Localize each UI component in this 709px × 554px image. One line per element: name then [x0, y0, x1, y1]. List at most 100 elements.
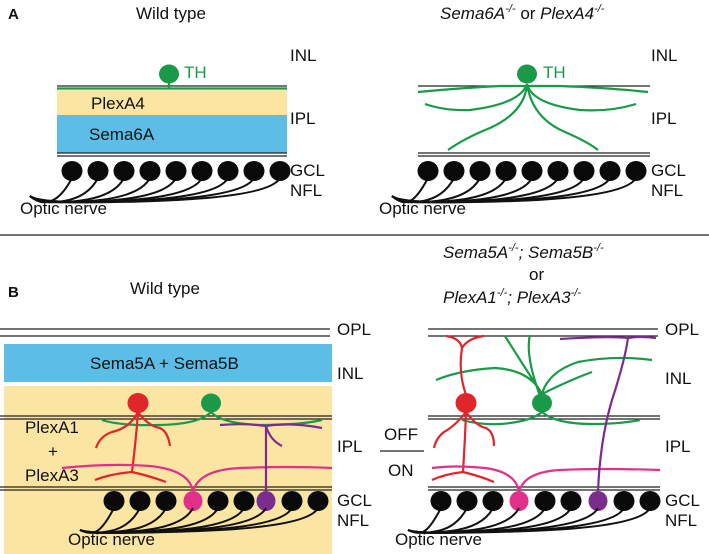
title-or: or: [516, 4, 541, 23]
panel-b-letter: B: [8, 284, 19, 301]
title-sup: -/-: [505, 3, 516, 15]
sema5-band-label: Sema5A + Sema5B: [90, 354, 239, 373]
optic-nerve-label: Optic nerve: [68, 530, 155, 549]
panel-b-mutant-title-line3: PlexA1-/-; PlexA3-/-: [443, 287, 581, 307]
ganglion-cell-soma: [573, 161, 595, 181]
red-off-cell-processes: [94, 411, 172, 484]
ganglion-cell-soma: [129, 491, 151, 511]
panel-a-wild-type: Wild type TH PlexA4 Sema6A INL IPL GCL N…: [20, 4, 325, 218]
nfl-label: NFL: [651, 181, 683, 200]
sema5a-sema5b-band: [4, 344, 332, 382]
ganglion-cell-soma: [113, 161, 135, 181]
green-amacrine-soma: [201, 393, 221, 413]
axon-path: [407, 507, 651, 534]
panel-a-mutant-title: Sema6A-/- or PlexA4-/-: [440, 3, 605, 23]
ganglion-cell-soma: [207, 491, 229, 511]
ganglion-cell-soma: [281, 491, 303, 511]
title-sup: -/-: [593, 242, 604, 254]
ganglion-cell-soma: [233, 491, 255, 511]
ganglion-cell-soma: [443, 161, 465, 181]
ipl-label: IPL: [651, 109, 677, 128]
sema6a-label: Sema6A: [89, 125, 155, 144]
axon-path: [29, 177, 281, 204]
ganglion-cell-row: [407, 491, 661, 534]
ganglion-cell-soma: [243, 161, 265, 181]
title-sup: -/-: [497, 287, 508, 299]
gcl-label: GCL: [290, 161, 325, 180]
th-amacrine-soma: [517, 64, 537, 84]
nfl-label: NFL: [290, 181, 322, 200]
ganglion-cell-soma: [599, 161, 621, 181]
magenta-on-cell-soma: [183, 491, 203, 511]
panel-b-mutant: Sema5A-/-; Sema5B-/- or PlexA1-/-; PlexA…: [395, 242, 700, 549]
red-off-cell-soma: [455, 393, 477, 413]
gcl-label: GCL: [651, 161, 686, 180]
off-sublamina-label: OFF: [384, 425, 418, 444]
th-dendrites-mistargeted: [417, 83, 649, 151]
plexa4-band: [57, 90, 287, 115]
nfl-label: NFL: [665, 511, 697, 530]
inl-label: INL: [665, 369, 691, 388]
nfl-label: NFL: [337, 511, 369, 530]
gcl-label: GCL: [665, 491, 700, 510]
green-amacrine-dendrites-mistargeted: [435, 334, 653, 426]
axon-path: [391, 177, 637, 204]
optic-nerve-label: Optic nerve: [20, 199, 107, 218]
ganglion-cell-row: [79, 491, 329, 534]
ipl-label: IPL: [290, 109, 316, 128]
magenta-on-cell-dendrites: [431, 465, 661, 493]
title-gene-plexa1: PlexA1: [443, 288, 497, 307]
ganglion-cell-soma: [307, 491, 329, 511]
ganglion-cell-soma: [613, 491, 635, 511]
inl-label: INL: [337, 364, 363, 383]
ganglion-cell-row: [391, 161, 647, 204]
purple-cell-dendrites-mistargeted: [559, 335, 657, 493]
plexa3-label: PlexA3: [25, 466, 79, 485]
ganglion-cell-soma: [456, 491, 478, 511]
purple-cell-soma: [588, 491, 608, 511]
th-label: TH: [543, 63, 566, 82]
green-amacrine-soma: [532, 393, 552, 413]
red-off-cell-processes-mistargeted: [431, 334, 496, 484]
title-sep: ;: [519, 243, 528, 262]
opl-label: OPL: [665, 320, 699, 339]
th-amacrine-soma: [159, 64, 179, 84]
ganglion-cell-soma: [560, 491, 582, 511]
on-sublamina-label: ON: [388, 461, 414, 480]
inl-label: INL: [651, 46, 677, 65]
ganglion-cell-soma: [482, 491, 504, 511]
ganglion-cell-soma: [191, 161, 213, 181]
title-sup: -/-: [508, 242, 519, 254]
ganglion-cell-soma: [269, 161, 291, 181]
gcl-label: GCL: [337, 491, 372, 510]
magenta-on-cell-soma: [509, 491, 529, 511]
red-off-cell-soma: [127, 393, 149, 413]
th-label: TH: [184, 63, 207, 82]
ganglion-cell-soma: [155, 491, 177, 511]
ganglion-cell-soma: [534, 491, 556, 511]
title-gene-plexa4: PlexA4: [540, 4, 594, 23]
ganglion-cell-soma: [625, 161, 647, 181]
panel-a-mutant: Sema6A-/- or PlexA4-/- TH INL IPL GCL NF…: [379, 3, 686, 218]
ganglion-cell-soma: [521, 161, 543, 181]
ganglion-cell-soma: [417, 161, 439, 181]
purple-cell-soma: [256, 491, 276, 511]
ganglion-cell-soma: [547, 161, 569, 181]
title-gene-plexa3: PlexA3: [517, 288, 571, 307]
magenta-on-cell-dendrites: [61, 463, 333, 493]
ganglion-cell-soma: [165, 161, 187, 181]
plus-label: +: [48, 442, 58, 461]
purple-cell-dendrites: [219, 423, 323, 492]
ganglion-cell-soma: [430, 491, 452, 511]
optic-nerve-label: Optic nerve: [395, 530, 482, 549]
optic-nerve-label: Optic nerve: [379, 199, 466, 218]
ganglion-cell-soma: [217, 161, 239, 181]
title-gene-sema6a: Sema6A: [440, 4, 505, 23]
ganglion-cell-soma: [495, 161, 517, 181]
ganglion-cell-soma: [103, 491, 125, 511]
panel-b-mutant-title-or: or: [529, 265, 544, 284]
title-sup: -/-: [594, 3, 605, 15]
panel-b-wild-type: Wild type Sema5A + Sema5B: [0, 279, 372, 554]
ganglion-cell-soma: [61, 161, 83, 181]
panel-b-mutant-title-line1: Sema5A-/-; Sema5B-/-: [443, 242, 604, 262]
